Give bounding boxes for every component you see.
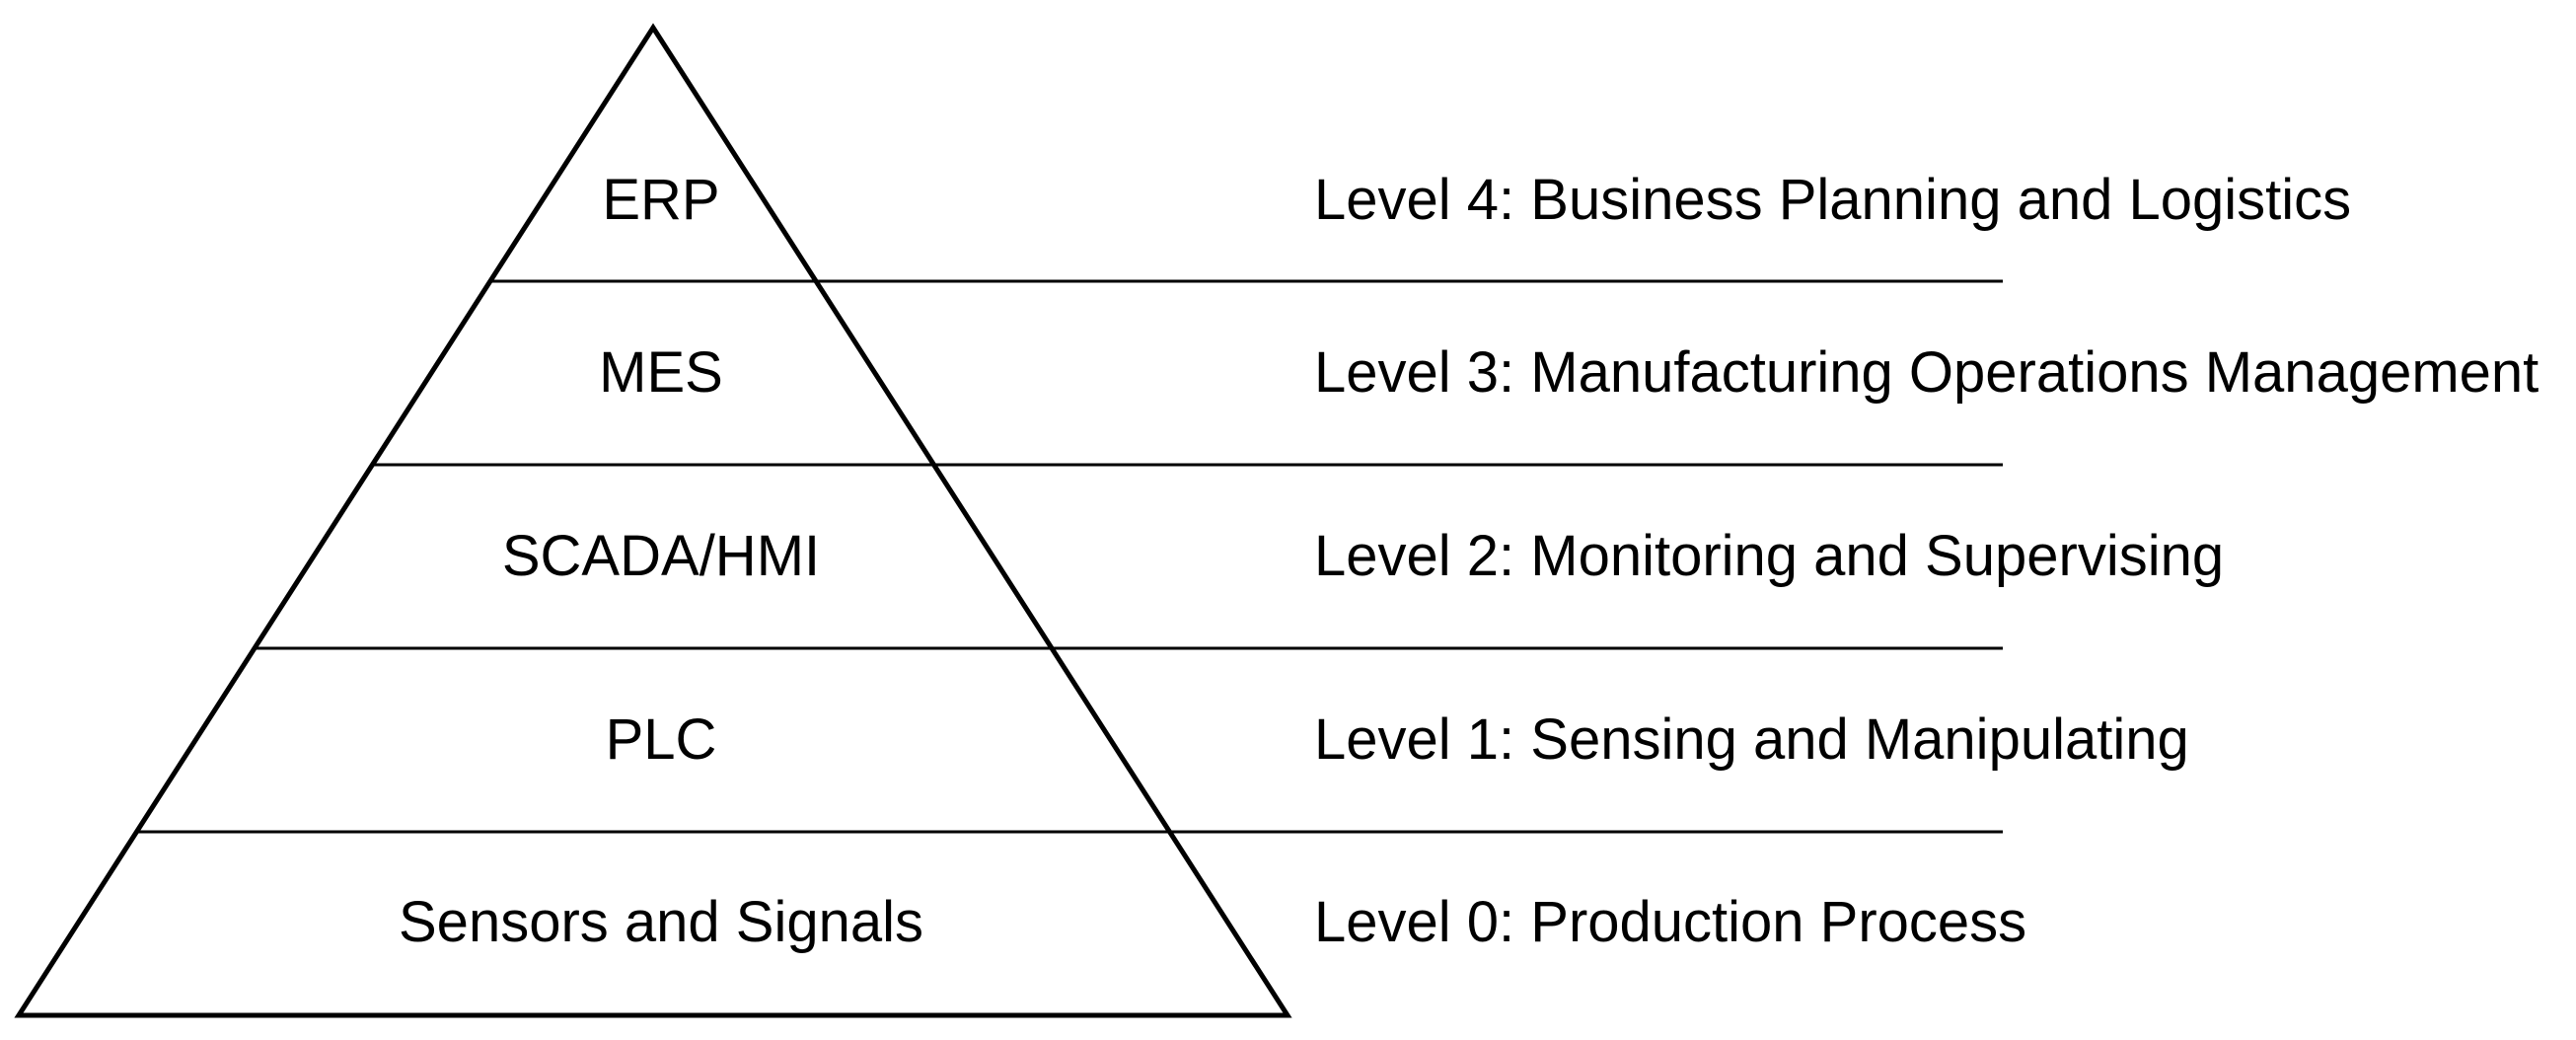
level-4-description: Level 4: Business Planning and Logistics	[1314, 168, 2352, 232]
level-1-description: Level 1: Sensing and Manipulating	[1314, 707, 2189, 772]
pyramid-label-scada-hmi: SCADA/HMI	[501, 524, 821, 588]
pyramid-triangle-outline	[14, 23, 1292, 1018]
pyramid-label-plc: PLC	[605, 707, 717, 772]
pyramid-label-erp: ERP	[602, 168, 720, 232]
level-2-description: Level 2: Monitoring and Supervising	[1314, 524, 2225, 588]
pyramid-label-mes: MES	[599, 340, 723, 405]
level-3-description: Level 3: Manufacturing Operations Manage…	[1314, 340, 2539, 405]
level-0-description: Level 0: Production Process	[1314, 890, 2027, 954]
pyramid-label-sensors-signals: Sensors and Signals	[399, 890, 923, 954]
